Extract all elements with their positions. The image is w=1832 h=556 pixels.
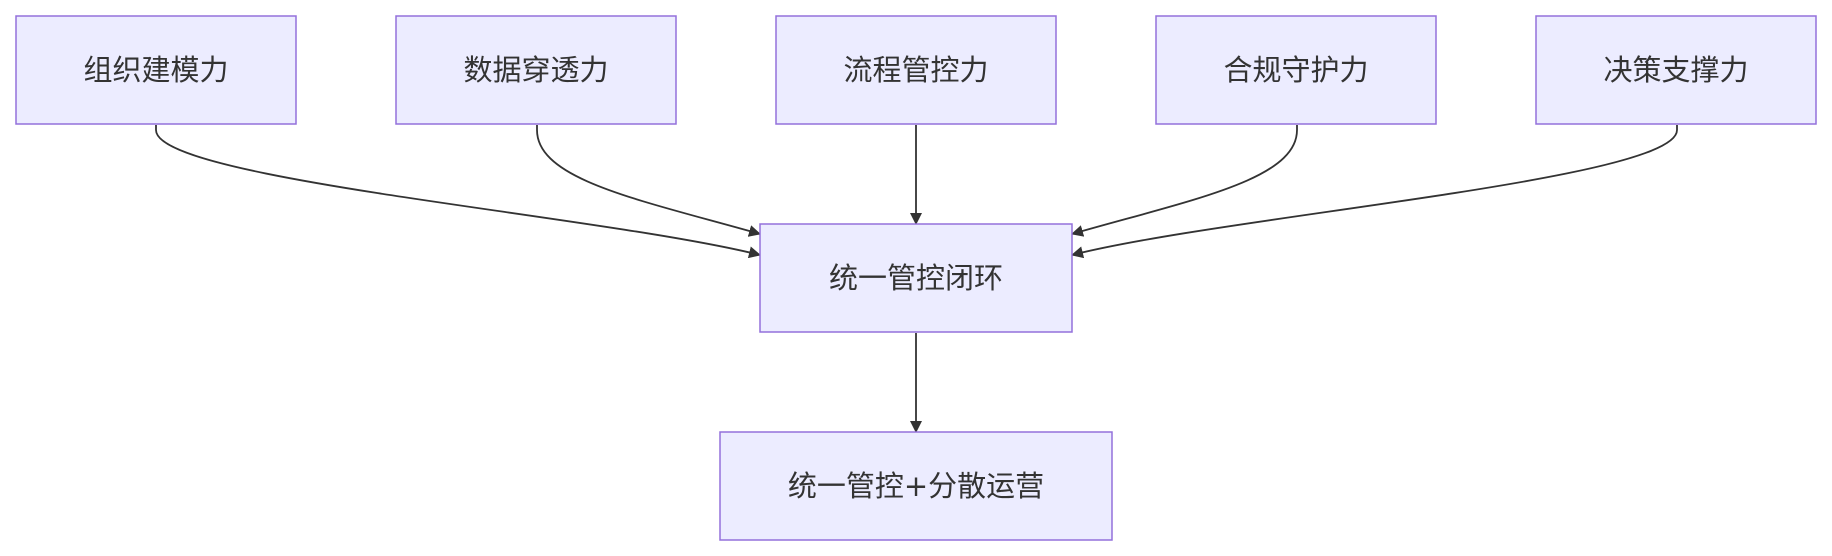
node-org[interactable]: 组织建模力 — [15, 15, 297, 125]
node-comp[interactable]: 合规守护力 — [1155, 15, 1437, 125]
node-loop[interactable]: 统一管控闭环 — [759, 223, 1073, 333]
edges — [155, 125, 1678, 433]
node-flow[interactable]: 流程管控力 — [775, 15, 1057, 125]
edge-data-to-loop — [536, 125, 761, 237]
node-data-box — [395, 15, 677, 125]
node-loop-label: 统一管控闭环 — [829, 261, 1003, 295]
node-data-label: 数据穿透力 — [463, 53, 608, 87]
node-dec-label: 决策支撑力 — [1603, 53, 1748, 87]
node-data[interactable]: 数据穿透力 — [395, 15, 677, 125]
node-flow-label: 流程管控力 — [843, 53, 988, 87]
node-loop-box — [759, 223, 1073, 333]
node-final-box — [719, 431, 1113, 541]
node-comp-label: 合规守护力 — [1223, 53, 1368, 87]
edge-comp-to-loop — [1071, 125, 1298, 237]
node-org-label: 组织建模力 — [83, 53, 228, 87]
node-flow-box — [775, 15, 1057, 125]
node-comp-box — [1155, 15, 1437, 125]
edge-org-to-loop — [155, 125, 761, 259]
node-final-label: 统一管控+分散运营 — [788, 469, 1044, 503]
node-dec-box — [1535, 15, 1817, 125]
node-org-box — [15, 15, 297, 125]
node-final[interactable]: 统一管控+分散运营 — [719, 431, 1113, 541]
edge-dec-to-loop — [1071, 125, 1678, 259]
node-dec[interactable]: 决策支撑力 — [1535, 15, 1817, 125]
